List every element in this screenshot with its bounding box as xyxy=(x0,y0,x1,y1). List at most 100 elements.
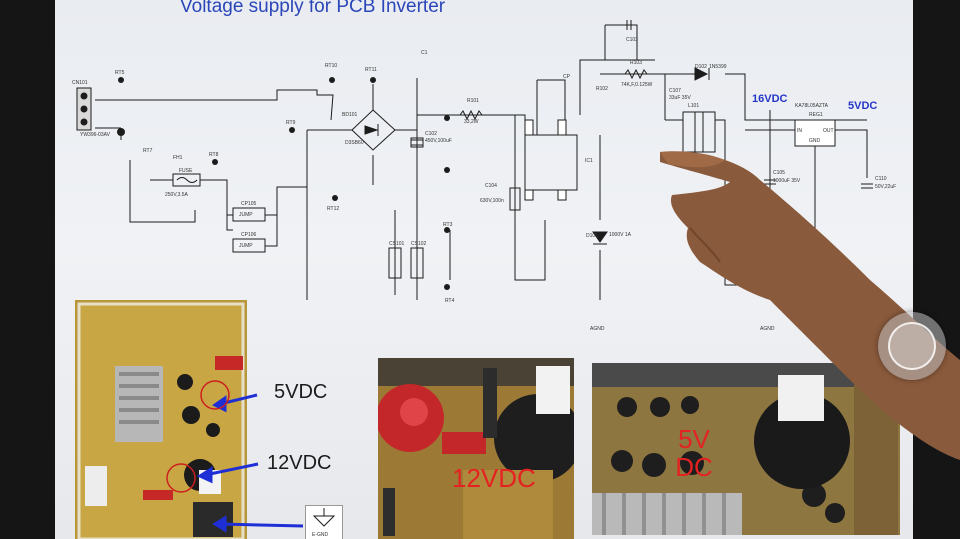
label-r101: R101 xyxy=(467,98,479,104)
label-agnd-1: AGND xyxy=(590,326,605,332)
overlay-5vdc: 5V DC xyxy=(675,424,713,482)
label-c102-value: 450V,100uF xyxy=(425,138,452,144)
wire-top-line xyxy=(95,89,334,121)
label-cs102: CS102 xyxy=(411,241,427,247)
label-cp105: CP105 xyxy=(241,201,257,207)
test-point-rt9 xyxy=(289,127,295,133)
arrow-12vdc xyxy=(204,462,259,477)
label-d102: D102 xyxy=(695,64,707,70)
schematic-wires xyxy=(95,24,868,300)
photo-control-board xyxy=(75,300,247,539)
label-c107-value: 33uF 35V xyxy=(669,95,691,101)
label-jump-2: JUMP xyxy=(239,243,253,249)
rail-label-5vdc: 5VDC xyxy=(848,100,878,112)
test-point-rt4 xyxy=(444,284,450,290)
highlight-12vdc-area xyxy=(166,463,196,493)
label-bd101: BD101 xyxy=(342,112,358,118)
capacitor-c110 xyxy=(861,183,873,189)
bridge-rectifier xyxy=(351,109,396,151)
label-c1: C1 xyxy=(421,50,428,56)
annotation-arrows xyxy=(166,380,304,533)
overlay-12vdc: 12VDC xyxy=(452,463,536,493)
label-cn101: CN101 xyxy=(72,80,88,86)
label-reg-gnd: GND xyxy=(809,138,821,144)
test-points xyxy=(117,77,450,290)
label-c103: C103 xyxy=(626,37,638,43)
label-reg-part: KA78L05AZTA xyxy=(795,103,828,109)
wire-jump2 xyxy=(265,215,278,247)
label-fuse: FUSE xyxy=(179,168,193,174)
ground-symbol-box: E-GND xyxy=(305,505,343,539)
photo-5vdc-closeup: 5V DC xyxy=(592,363,900,535)
label-rt10: RT10 xyxy=(325,63,338,69)
label-rt7: RT7 xyxy=(143,148,153,154)
jumper-symbols xyxy=(232,207,266,253)
label-agnd-2: AGND xyxy=(760,326,775,332)
label-c105-value: 1000uF 35V xyxy=(773,178,801,184)
label-fuse-id: FH1 xyxy=(173,155,183,161)
test-point-c102b xyxy=(444,167,450,173)
jump-cp105 xyxy=(232,207,266,222)
label-c104-value: 630V,100n xyxy=(480,198,504,204)
label-e-gnd: E-GND xyxy=(312,532,329,538)
label-bridge-part: D3SB60 xyxy=(345,140,364,146)
label-l101: L101 xyxy=(688,103,700,109)
label-r102: R102 xyxy=(596,86,608,92)
label-connector-note: YW396-03AV xyxy=(80,132,110,138)
label-cp: CP xyxy=(563,74,570,80)
diode-d101 xyxy=(592,231,608,245)
label-ic101: IC1 xyxy=(585,158,593,164)
label-rt3: RT3 xyxy=(443,222,453,228)
schematic-diagram xyxy=(76,20,873,300)
label-fuse-rating: 250V,3.5A xyxy=(165,192,188,198)
rail-label-16vdc: 16VDC xyxy=(752,93,788,105)
label-c104: C104 xyxy=(485,183,497,189)
label-d102-part: 1N5399 xyxy=(709,64,727,70)
label-reg1: REG1 xyxy=(809,112,823,118)
assistive-touch-inner-ring xyxy=(888,322,936,370)
wire-top-feedback xyxy=(579,24,655,115)
wire-neutral xyxy=(129,160,196,223)
test-point-rt7 xyxy=(117,128,125,136)
label-rt9: RT9 xyxy=(286,120,296,126)
capacitor-c103 xyxy=(626,20,632,30)
annotation-12vdc: 12VDC xyxy=(267,452,332,474)
label-reg-out: OUT xyxy=(823,128,834,134)
wire-ground-return xyxy=(306,187,308,300)
slide-title: Voltage supply for PCB Inverter xyxy=(180,0,446,17)
wire-r101 xyxy=(495,114,546,281)
test-point-c102a xyxy=(444,115,450,121)
test-point-rt3 xyxy=(444,227,450,233)
test-point-rt10 xyxy=(329,77,335,83)
label-c107: C107 xyxy=(669,88,681,94)
label-r101-value: 33,2W xyxy=(464,119,479,125)
transformer-l101 xyxy=(682,111,716,153)
label-d101-value: 1000V 1A xyxy=(609,232,631,238)
arrow-gnd xyxy=(219,522,304,528)
diode-d102 xyxy=(694,67,710,81)
label-cs101: CS101 xyxy=(389,241,405,247)
test-point-rt12 xyxy=(332,195,338,201)
label-d101: D101 xyxy=(586,233,598,239)
label-rt12: RT12 xyxy=(327,206,340,212)
test-point-rt5 xyxy=(118,77,124,83)
label-rt4: RT4 xyxy=(445,298,455,304)
label-jump-1: JUMP xyxy=(239,212,253,218)
label-cp106: CP106 xyxy=(241,232,257,238)
heatsink-fins xyxy=(592,493,742,535)
assistive-touch-button[interactable] xyxy=(878,312,946,380)
label-rt8: RT8 xyxy=(209,152,219,158)
ic101-package xyxy=(524,119,578,201)
label-rt5: RT5 xyxy=(115,70,125,76)
jump-cp106 xyxy=(232,238,266,253)
label-r103-value: 74K,F,0.125W xyxy=(621,82,653,88)
connector-cn101 xyxy=(76,87,92,131)
wire-r103 xyxy=(600,73,666,120)
wire-cs xyxy=(394,210,418,295)
label-rt11: RT11 xyxy=(365,67,377,73)
fuse-symbol xyxy=(172,173,201,187)
wire-fuse xyxy=(150,179,233,231)
label-c110: C110 xyxy=(875,176,887,182)
capacitor-c102 xyxy=(410,137,424,148)
